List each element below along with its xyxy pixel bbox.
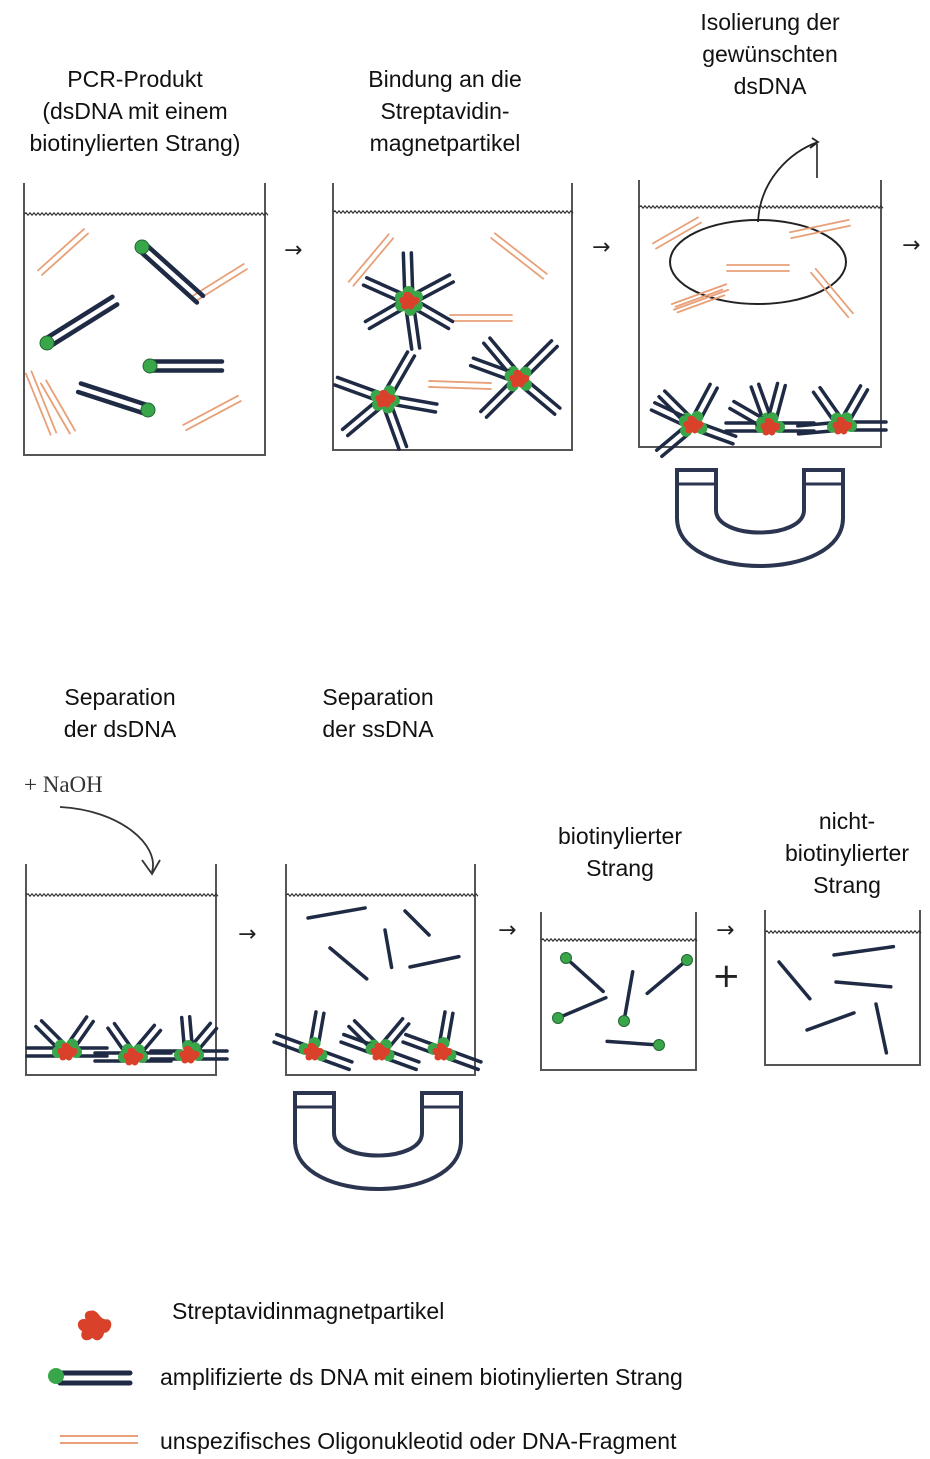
- particle-complex: [798, 386, 886, 435]
- ssdna-strand: [308, 908, 365, 918]
- dsdna-molecule: [143, 359, 222, 373]
- biotin-tag: [143, 359, 157, 373]
- isolation-arrow: [758, 142, 818, 222]
- liquid-surface: [286, 894, 478, 896]
- biotin-tag: [561, 953, 572, 964]
- ssdna-strand: [834, 947, 893, 955]
- oligo-fragment: [450, 315, 512, 321]
- liquid-surface: [24, 213, 268, 215]
- oligo-fragment: [491, 233, 547, 278]
- biotin-tag: [682, 955, 693, 966]
- dsdna-molecule: [40, 297, 117, 350]
- ssdna-strand: [619, 972, 633, 1027]
- ssdna-strand: [385, 930, 392, 967]
- biotin-tag: [135, 240, 149, 254]
- beaker-2: [333, 183, 573, 450]
- legend-particle-icon: [78, 1311, 111, 1341]
- beaker-6: [541, 912, 697, 1070]
- biotin-tag: [553, 1013, 564, 1024]
- biotin-tag: [654, 1040, 665, 1051]
- biotin-tag: [40, 336, 54, 350]
- biotin-tag: [141, 403, 155, 417]
- oligo-fragment: [38, 229, 88, 275]
- ssdna-strand: [405, 911, 429, 935]
- ssdna-strand: [410, 957, 459, 967]
- oligo-fragment: [429, 381, 491, 389]
- oligo-fragment: [183, 396, 241, 430]
- naoh-arrowhead: [142, 860, 160, 874]
- particle-complex: [651, 384, 735, 456]
- magnet-2: [295, 1093, 461, 1189]
- liquid-surface: [765, 931, 921, 933]
- oligo-fragment: [790, 220, 850, 238]
- oligo-fragment: [727, 265, 789, 271]
- biotin-tag: [619, 1016, 630, 1027]
- magnet-1: [677, 470, 843, 566]
- dsdna-molecule: [78, 383, 155, 417]
- particle-complex: [364, 253, 454, 349]
- ssdna-strand: [836, 982, 891, 987]
- liquid-surface: [26, 894, 218, 896]
- ssdna-strand: [330, 948, 367, 979]
- beaker-7: [765, 910, 921, 1065]
- ssdna-strand: [561, 953, 604, 992]
- oligo-fragment: [191, 264, 247, 302]
- legend-oligo-icon: [60, 1436, 138, 1443]
- legend-dsdna-icon: [48, 1368, 130, 1384]
- particle-complex: [471, 338, 560, 417]
- particle-complex: [335, 352, 437, 449]
- ssdna-strand: [553, 998, 606, 1024]
- ssdna-strand: [876, 1004, 886, 1053]
- liquid-surface: [541, 939, 697, 941]
- ssdna-strand: [607, 1040, 664, 1051]
- naoh-arrow: [60, 807, 153, 872]
- particle-complex: [726, 383, 814, 435]
- ssdna-strand: [779, 962, 810, 999]
- liquid-surface: [333, 211, 573, 213]
- ssdna-strand: [807, 1013, 854, 1030]
- ssdna-strand: [647, 955, 692, 994]
- dsdna-molecule: [135, 240, 203, 303]
